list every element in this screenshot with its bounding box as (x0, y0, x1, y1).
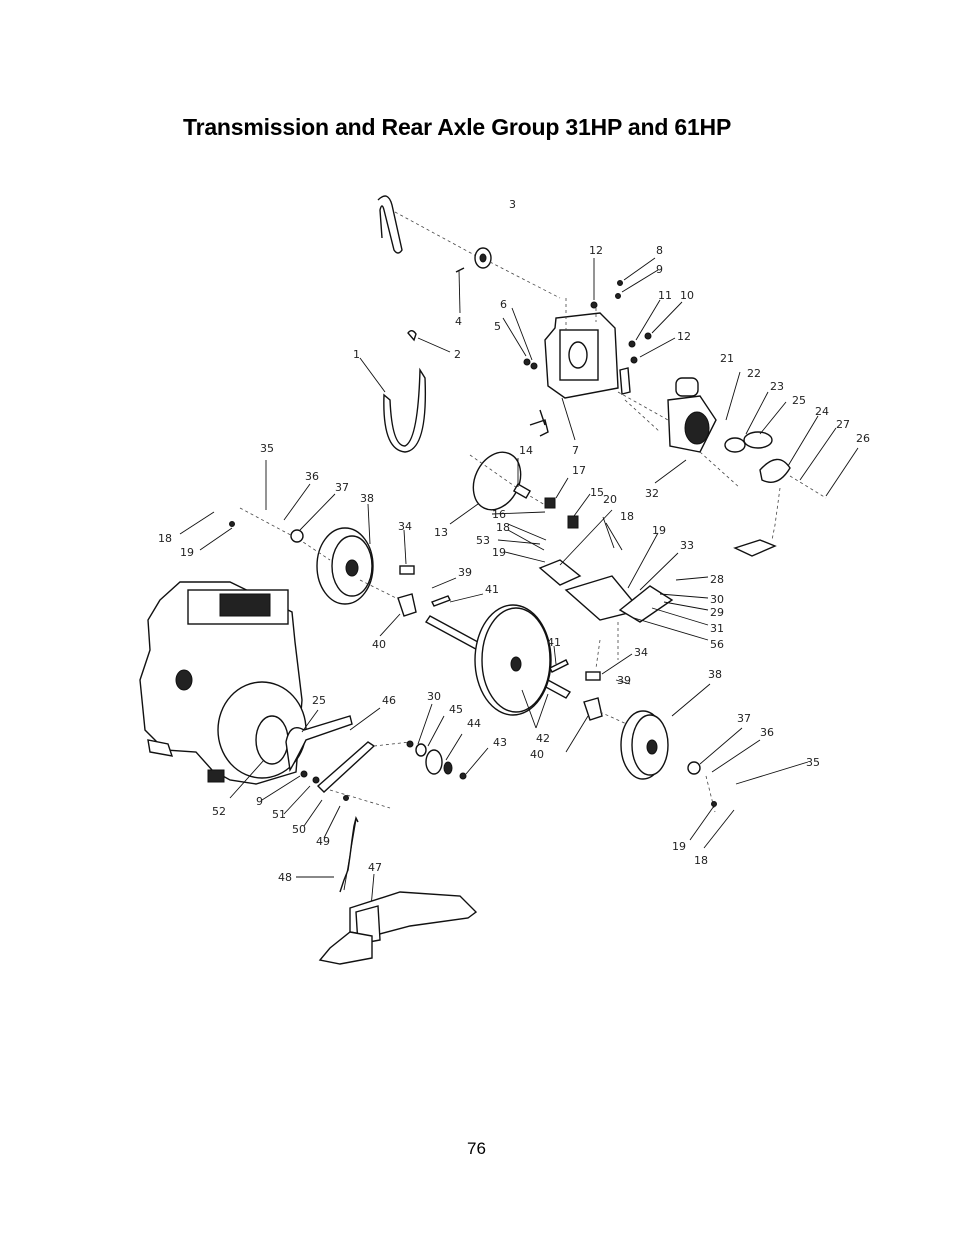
callout-label: 32 (645, 487, 659, 500)
callout-label: 36 (305, 470, 319, 483)
callout-label: 14 (519, 444, 533, 457)
callout-label: 19 (652, 524, 666, 537)
callout-label: 19 (672, 840, 686, 853)
callout-label: 28 (710, 573, 724, 586)
callout-label: 41 (485, 583, 499, 596)
callout-label: 36 (760, 726, 774, 739)
callout-label: 27 (836, 418, 850, 431)
callout-label: 18 (158, 532, 172, 545)
callout-label: 12 (589, 244, 603, 257)
page-title: Transmission and Rear Axle Group 31HP an… (183, 114, 732, 140)
callout-label: 23 (770, 380, 784, 393)
callout-label: 24 (815, 405, 829, 418)
callout-label: 47 (368, 861, 382, 874)
callout-label: 51 (272, 808, 286, 821)
callout-label: 3 (509, 198, 516, 211)
callout-label: 16 (492, 508, 506, 521)
callout-label: 18 (620, 510, 634, 523)
gearbox-part (667, 377, 717, 453)
callout-label: 33 (680, 539, 694, 552)
callout-label: 26 (856, 432, 870, 445)
callout-label: 13 (434, 526, 448, 539)
callout-label: 30 (710, 593, 724, 606)
callout-label: 12 (677, 330, 691, 343)
callout-label: 18 (694, 854, 708, 867)
callout-label: 2 (454, 348, 461, 361)
callout-label: 34 (634, 646, 648, 659)
callout-label: 19 (492, 546, 506, 559)
callout-label: 20 (603, 493, 617, 506)
callout-label: 45 (449, 703, 463, 716)
callout-label: 38 (360, 492, 374, 505)
callout-label: 56 (710, 638, 724, 651)
callout-label: 39 (617, 674, 631, 687)
callout-label: 10 (680, 289, 694, 302)
callout-label: 1 (353, 348, 360, 361)
callout-label: 9 (656, 263, 663, 276)
callout-label: 34 (398, 520, 412, 533)
callout-label: 53 (476, 534, 490, 547)
callout-label: 48 (278, 871, 292, 884)
callout-label: 9 (256, 795, 263, 808)
callout-label: 11 (658, 289, 672, 302)
callout-label: 40 (372, 638, 386, 651)
callout-label: 50 (292, 823, 306, 836)
guard-part (318, 891, 478, 965)
callout-label: 21 (720, 352, 734, 365)
callout-label: 37 (335, 481, 349, 494)
callout-label: 29 (710, 606, 724, 619)
callout-label: 37 (737, 712, 751, 725)
callout-label: 19 (180, 546, 194, 559)
callout-label: 31 (710, 622, 724, 635)
callout-label: 4 (455, 315, 462, 328)
callout-label: 40 (530, 748, 544, 761)
callout-label: 30 (427, 690, 441, 703)
callout-label: 5 (494, 320, 501, 333)
callout-label: 22 (747, 367, 761, 380)
callout-label: 15 (590, 486, 604, 499)
callout-label: 42 (536, 732, 550, 745)
callout-label: 38 (708, 668, 722, 681)
rear-axle-part (424, 604, 572, 716)
callout-label: 52 (212, 805, 226, 818)
callout-label: 17 (572, 464, 586, 477)
belt-part (377, 195, 481, 259)
callout-label: 6 (500, 298, 507, 311)
bracket-part (544, 312, 631, 399)
left-wheel-part (316, 527, 374, 605)
callout-label: 25 (792, 394, 806, 407)
engine-part (139, 581, 307, 785)
callout-label: 18 (496, 521, 510, 534)
callout-label: 39 (458, 566, 472, 579)
right-wheel-part (620, 710, 669, 780)
callout-labels: 3 1 2 4 5 6 7 8 9 10 11 12 12 13 14 15 1… (158, 198, 870, 884)
callout-label: 35 (260, 442, 274, 455)
callout-label: 35 (806, 756, 820, 769)
spring-part (339, 815, 359, 893)
page-number: 76 (467, 1139, 486, 1158)
callout-label: 41 (547, 636, 561, 649)
pulley-part (474, 247, 492, 269)
callout-label: 25 (312, 694, 326, 707)
callout-label: 46 (382, 694, 396, 707)
callout-label: 43 (493, 736, 507, 749)
callout-label: 44 (467, 717, 481, 730)
callout-label: 49 (316, 835, 330, 848)
callout-label: 8 (656, 244, 663, 257)
callout-label: 7 (572, 444, 579, 457)
